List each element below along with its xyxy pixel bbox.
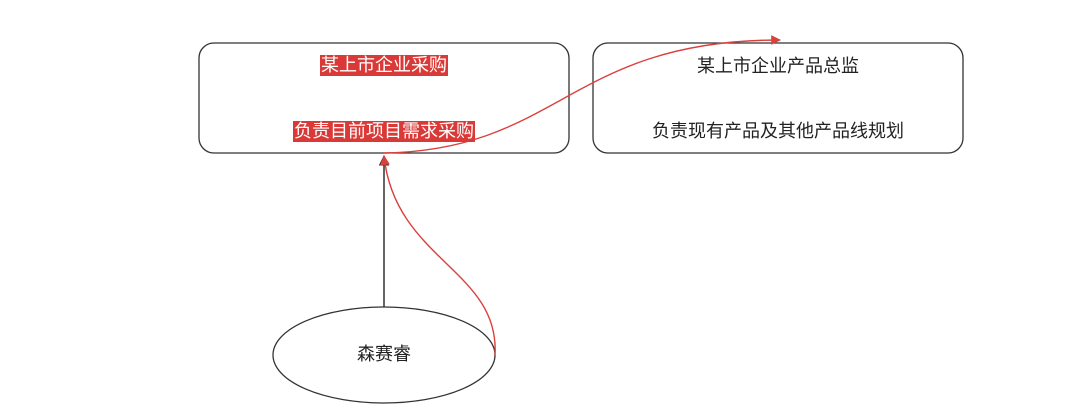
person-name: 森赛睿 [357, 344, 411, 365]
buyer-title-text: 某上市企业采购 [320, 55, 448, 76]
product-director-title: 某上市企业产品总监 [697, 56, 859, 77]
buyer-role: 负责目前项目需求采购 [293, 121, 475, 143]
edge-red-buyer-to-director [383, 35, 781, 154]
buyer-role-text: 负责目前项目需求采购 [293, 121, 475, 142]
edge-red-person-to-buyer [380, 155, 496, 356]
buyer-title: 某上市企业采购 [320, 55, 448, 77]
product-director-role: 负责现有产品及其他产品线规划 [652, 121, 904, 142]
